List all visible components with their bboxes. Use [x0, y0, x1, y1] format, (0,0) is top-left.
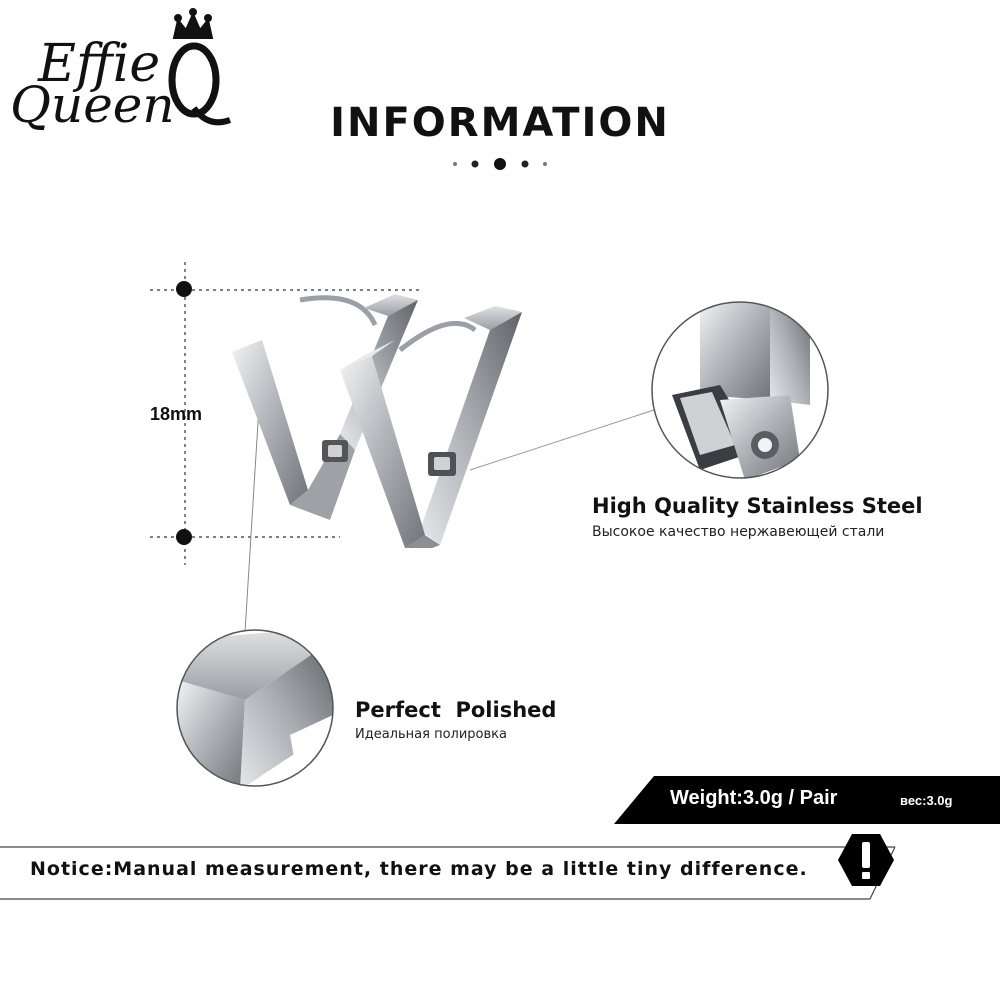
crown-icon	[168, 8, 232, 126]
brand-logo: Effie Queen	[8, 8, 233, 130]
notice-text: Notice:Manual measurement, there may be …	[30, 858, 808, 880]
feature-polish-subtitle: Идеальная полировка	[355, 727, 507, 742]
feature-steel-subtitle: Высокое качество нержавеющей стали	[592, 524, 885, 540]
weight-band	[614, 776, 1000, 824]
brand-line1: Effie	[38, 34, 161, 94]
feature-polish-title: Perfect Polished	[355, 698, 557, 722]
weight-label: Weight:3.0g / Pair	[670, 787, 838, 809]
page-title: INFORMATION	[330, 100, 670, 146]
exclamation-icon	[838, 834, 894, 886]
zoom-circle-hinge	[651, 301, 829, 479]
brand-line2: Queen	[10, 76, 175, 134]
height-dimension-label: 18mm	[150, 404, 203, 424]
earring-front	[340, 306, 522, 548]
feature-steel-title: High Quality Stainless Steel	[592, 494, 923, 518]
zoom-circle-polish	[176, 629, 334, 787]
weight-label-ru: вес:3.0g	[900, 793, 953, 808]
title-dots-divider	[453, 158, 547, 170]
